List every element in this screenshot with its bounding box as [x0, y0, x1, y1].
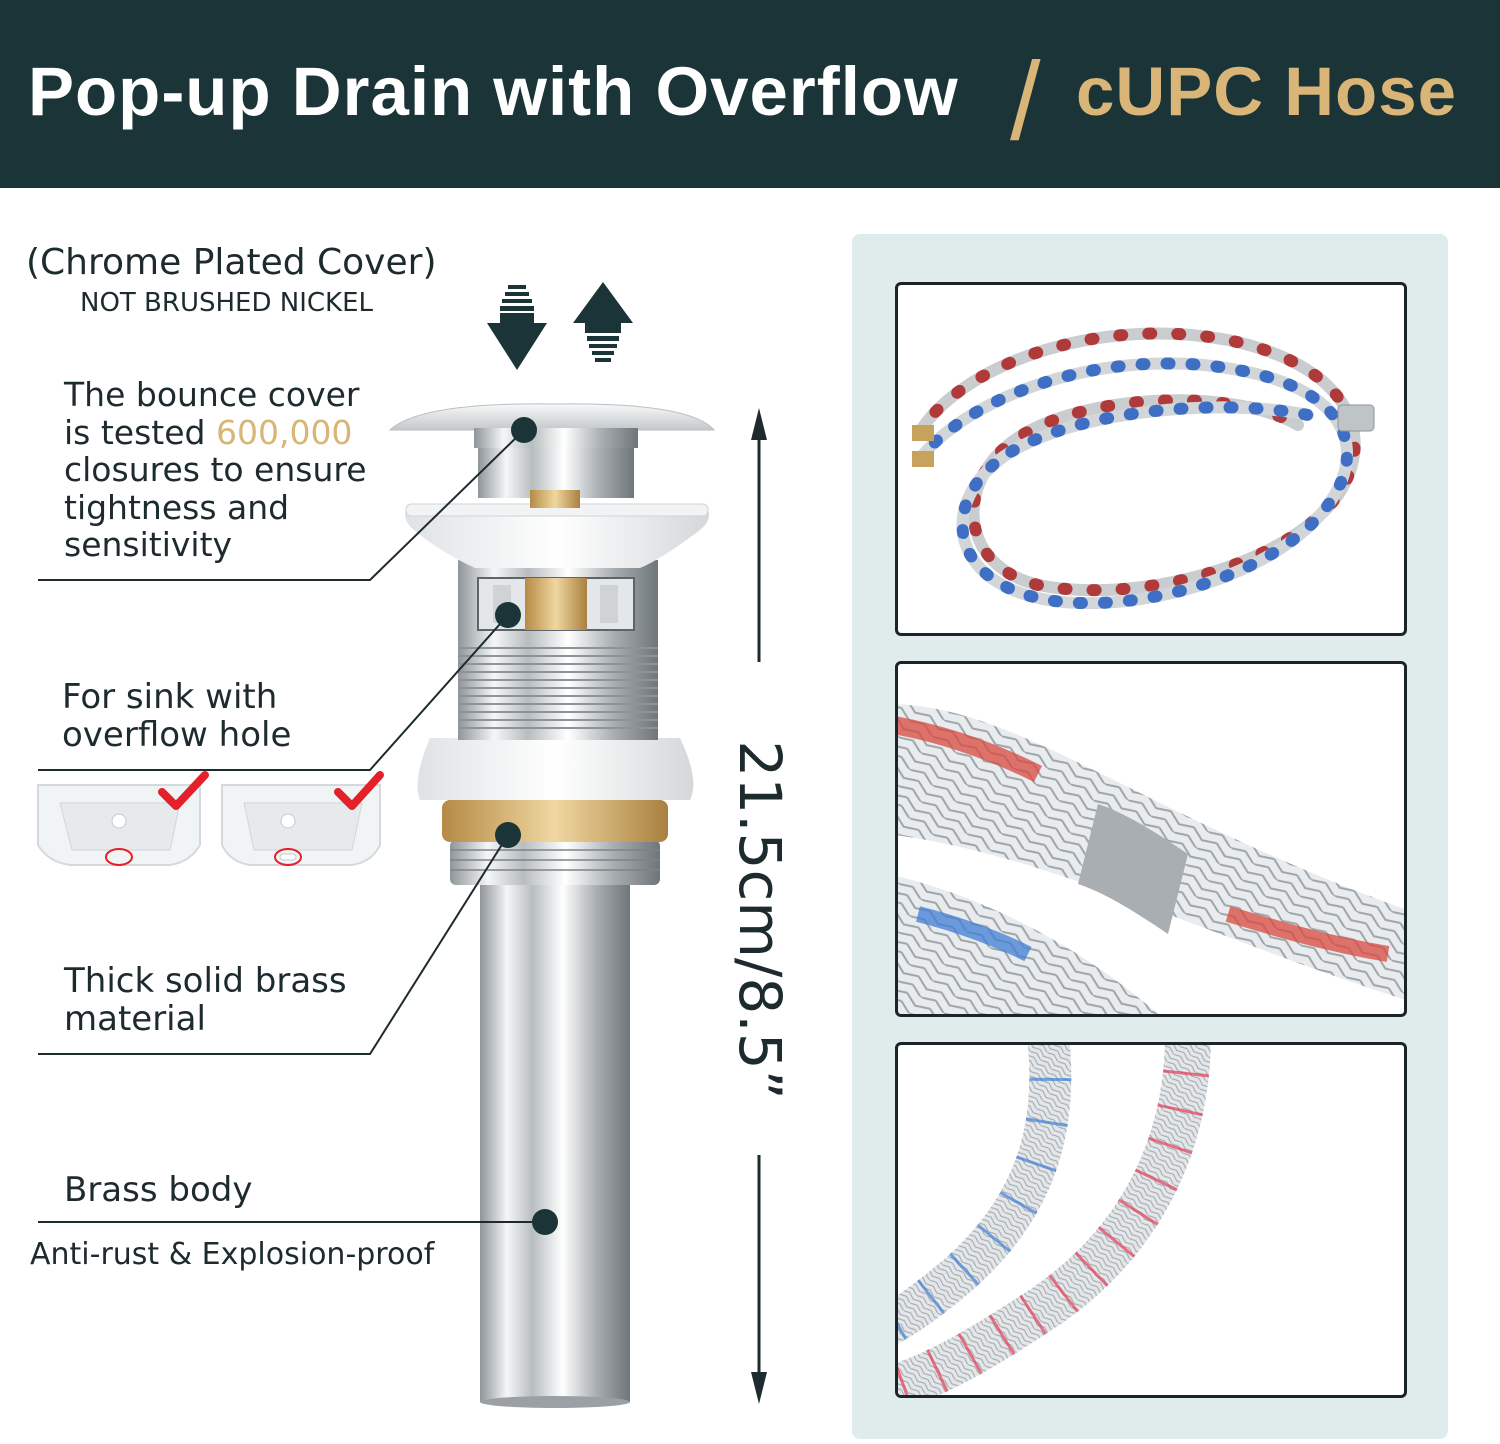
lock-nut: [450, 840, 660, 885]
bounce-cover-callout: The bounce cover is tested 600,000 closu…: [64, 375, 367, 565]
header-banner: [0, 0, 1500, 188]
lower-gasket: [417, 738, 694, 800]
hose-photo-coiled: [895, 282, 1407, 636]
tailpiece-pipe: [480, 880, 630, 1402]
brass-washer: [442, 800, 668, 842]
sink-diagram-left: [37, 771, 209, 866]
title-separator: /: [1010, 40, 1041, 163]
drain-illustration: [37, 282, 767, 1408]
arrow-up-icon: [573, 282, 633, 362]
height-dimension-label: 21.5cm/8.5”: [726, 740, 794, 1100]
dimension-arrow-top: [751, 408, 767, 440]
closures-count: 600,000: [215, 412, 353, 452]
checkmark-icon: [158, 771, 209, 810]
bounce-cap: [388, 403, 716, 431]
chrome-cover-label: (Chrome Plated Cover): [26, 242, 437, 283]
hose-photo-closeup: [895, 661, 1407, 1017]
brass-material-callout: Thick solid brass material: [64, 961, 347, 1040]
dimension-arrow-bottom: [751, 1372, 767, 1404]
drain-flange: [405, 510, 709, 568]
checkmark-icon: [334, 771, 384, 810]
brass-body-callout: Brass body: [64, 1170, 253, 1210]
not-brushed-nickel-label: NOT BRUSHED NICKEL: [80, 288, 373, 318]
height-dimension: 21.5cm/8.5”: [705, 740, 815, 1099]
page-title-accent: cUPC Hose: [1076, 53, 1457, 130]
overflow-sink-callout: For sink with overflow hole: [62, 677, 292, 756]
sink-diagram-right: [221, 771, 384, 866]
arrow-down-icon: [487, 285, 547, 370]
anti-rust-callout: Anti-rust & Explosion-proof: [30, 1237, 435, 1272]
page-title: Pop-up Drain with Overflow: [28, 53, 959, 130]
hose-photo-pair: [895, 1042, 1407, 1398]
